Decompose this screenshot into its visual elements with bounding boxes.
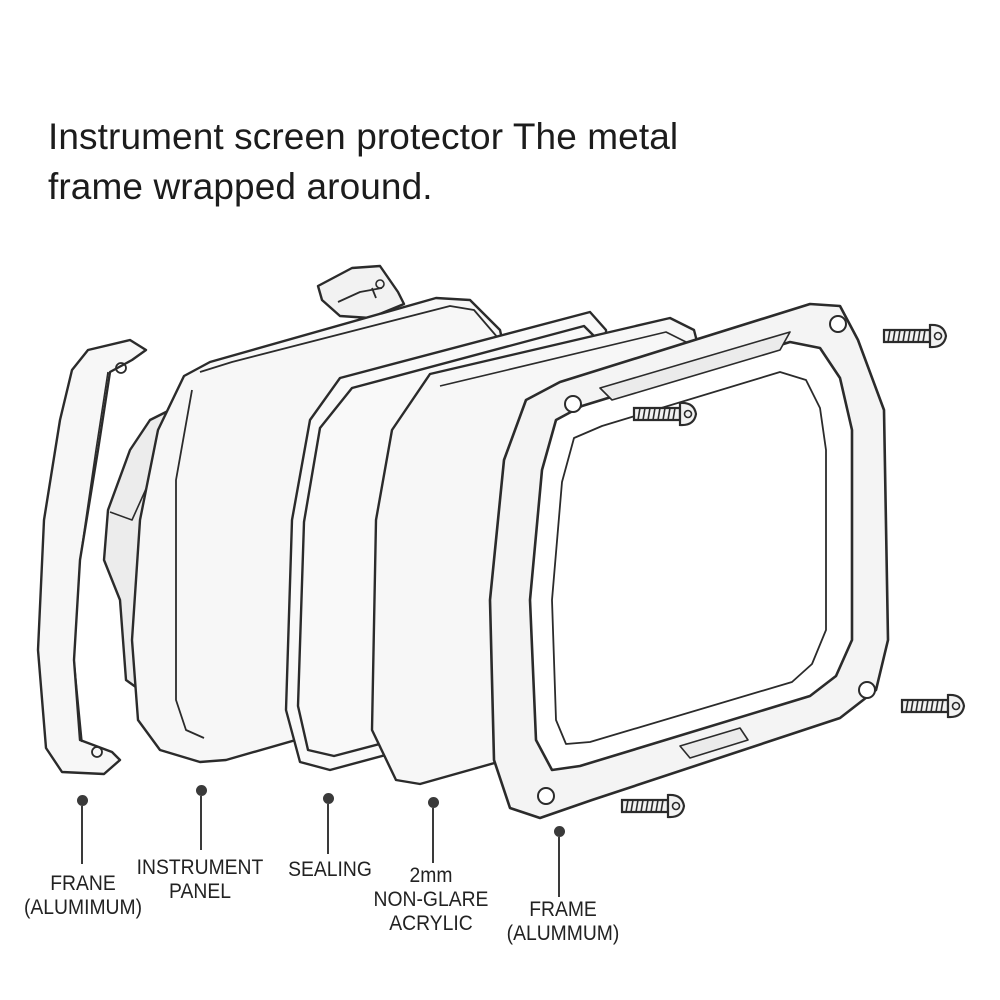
- label-frame-right: FRAME (ALUMMUM): [506, 898, 620, 945]
- label-frame-left: FRANE (ALUMIMUM): [23, 872, 143, 919]
- callout-instrument-panel: [195, 785, 207, 850]
- title-line-2: frame wrapped around.: [48, 166, 433, 207]
- front-frame-part: [488, 302, 890, 820]
- label-sealing: SEALING: [288, 858, 372, 881]
- callout-sealing: [322, 793, 334, 854]
- callout-acrylic: [427, 797, 439, 863]
- diagram-title: Instrument screen protector The metal fr…: [48, 112, 808, 212]
- label-acrylic: 2mm NON-GLARE ACRYLIC: [373, 864, 489, 935]
- title-line-1: Instrument screen protector The metal: [48, 116, 679, 157]
- screw-icon: [620, 793, 686, 819]
- left-frame-part: [36, 338, 148, 776]
- callout-frame-left: [76, 795, 88, 864]
- callout-frame-right: [553, 826, 565, 897]
- screw-icon: [900, 693, 966, 719]
- screw-icon: [882, 323, 948, 349]
- label-instrument-panel: INSTRUMENT PANEL: [136, 856, 264, 903]
